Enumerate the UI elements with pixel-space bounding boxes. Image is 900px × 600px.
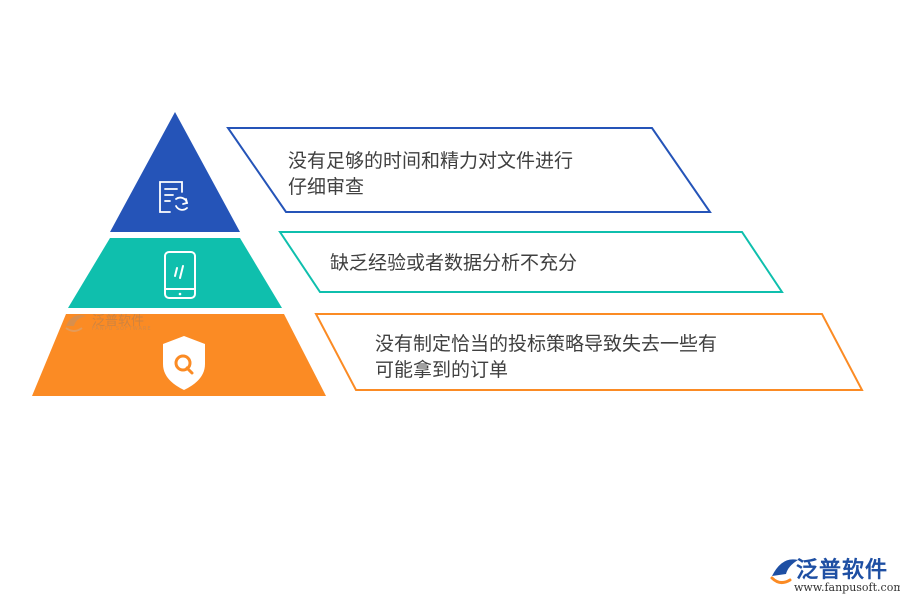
tier-top-text: 没有足够的时间和精力对文件进行 仔细审查	[288, 148, 573, 200]
document-refresh-icon	[159, 181, 189, 213]
tier-bottom-line-2: 可能拿到的订单	[375, 359, 509, 381]
tablet-icon	[164, 251, 196, 299]
watermark-text: 泛普软件	[92, 314, 145, 329]
tier-top-line-2: 仔细审查	[288, 176, 365, 198]
callout-box-top	[226, 127, 712, 213]
brand-logo-icon	[770, 559, 798, 585]
tier-middle-line-1: 缺乏经验或者数据分析不充分	[330, 252, 578, 274]
brand-name: 泛普软件	[796, 558, 889, 583]
callout-box-middle	[278, 231, 784, 293]
shield-search-icon	[163, 336, 205, 390]
callout-box-bottom	[314, 313, 864, 391]
brand-logo: 泛普软件 www.fanpusoft.com	[768, 552, 900, 598]
watermark-logo-icon	[65, 315, 86, 332]
watermark-subtext: FANPU SOFTWARE	[92, 326, 152, 332]
tier-bottom-line-1: 没有制定恰当的投标策略导致失去一些有	[375, 333, 718, 355]
pyramid-top-tier	[110, 112, 240, 232]
brand-url: www.fanpusoft.com	[794, 581, 900, 594]
tier-bottom-text: 没有制定恰当的投标策略导致失去一些有 可能拿到的订单	[375, 331, 717, 383]
tier-middle-text: 缺乏经验或者数据分析不充分	[330, 250, 577, 276]
watermark: 泛普软件 FANPU SOFTWARE	[62, 308, 172, 338]
tier-top-line-1: 没有足够的时间和精力对文件进行	[288, 150, 574, 172]
